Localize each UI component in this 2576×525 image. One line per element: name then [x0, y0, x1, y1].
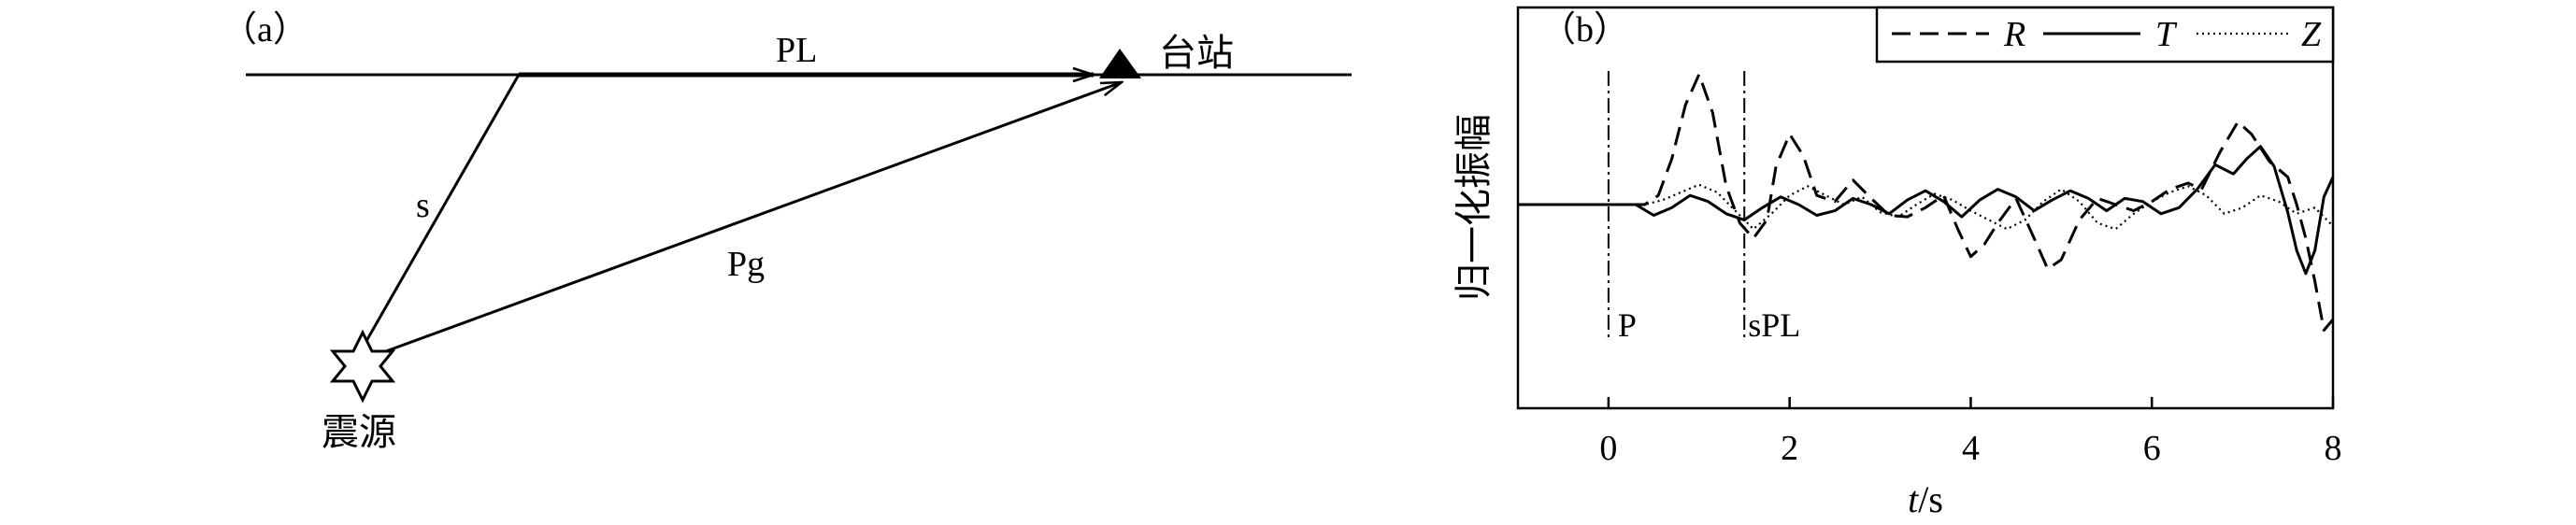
pg-ray-label: Pg: [727, 245, 765, 284]
station-triangle-icon: [1099, 49, 1141, 78]
panel-a-ray-diagram: （a） PL 台站 s Pg 震源: [222, 10, 1352, 453]
source-label: 震源: [322, 411, 396, 453]
station-label: 台站: [1159, 32, 1234, 74]
y-axis-label: 归一化振幅: [1453, 114, 1495, 301]
p-phase-label: P: [1618, 306, 1637, 344]
x-tick-label-8: 8: [2325, 429, 2342, 468]
x-axis-label: t/s: [1908, 478, 1943, 520]
panel-b-waveform-chart: （b） R T Z P sPL 0 2 4 6 8 归一化振幅 t/s: [1453, 6, 2342, 520]
pl-ray-label: PL: [776, 31, 817, 70]
x-axis-ticks: 0 2 4 6 8: [1599, 397, 2342, 468]
source-star-icon: [329, 329, 396, 404]
series-line-z: [1518, 183, 2334, 231]
x-tick-label-2: 2: [1781, 429, 1798, 468]
panel-b-tag: （b）: [1540, 10, 1629, 50]
s-ray-path: [365, 74, 521, 342]
x-tick-label-0: 0: [1599, 429, 1617, 468]
x-tick-label-6: 6: [2143, 429, 2161, 468]
s-ray-label: s: [416, 186, 430, 225]
series-line-t: [1518, 145, 2335, 276]
series-layer: [1518, 73, 2335, 332]
pg-ray-path: [375, 82, 1122, 357]
legend-label-z: Z: [2301, 15, 2322, 54]
panel-a-tag: （a）: [222, 10, 308, 50]
spl-phase-label: sPL: [1748, 306, 1800, 344]
legend-label-r: R: [2003, 15, 2025, 54]
x-axis-label-unit: /s: [1918, 478, 1943, 520]
legend-label-t: T: [2155, 15, 2178, 54]
x-axis-label-var: t: [1908, 478, 1919, 520]
x-tick-label-4: 4: [1962, 429, 1980, 468]
series-line-r: [1518, 73, 2335, 332]
